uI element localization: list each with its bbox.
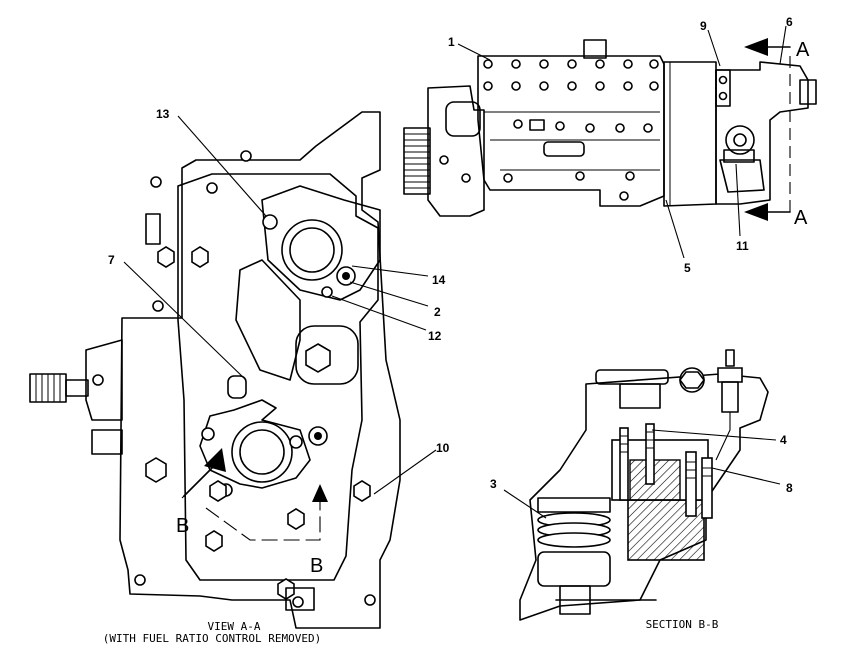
view-a-a-drawing <box>29 111 401 629</box>
callout-7: 7 <box>108 253 115 267</box>
callout-2: 2 <box>434 305 441 319</box>
section-markers: A A B B <box>176 39 810 577</box>
callout-4: 4 <box>780 433 787 447</box>
callout-14: 14 <box>432 273 446 287</box>
section-marker-a-top: A <box>796 39 810 61</box>
callout-3: 3 <box>490 477 497 491</box>
callout-labels: 1 2 3 4 5 6 7 8 9 10 11 12 13 14 <box>108 15 793 495</box>
leader-lines <box>123 25 787 519</box>
callout-10: 10 <box>436 441 450 455</box>
captions: VIEW A-A (WITH FUEL RATIO CONTROL REMOVE… <box>103 618 719 645</box>
section-marker-a-bottom: A <box>794 207 808 229</box>
section-b-b-caption: SECTION B-B <box>646 618 719 631</box>
section-marker-b-left: B <box>176 515 189 537</box>
callout-12: 12 <box>428 329 442 343</box>
callout-13: 13 <box>156 107 170 121</box>
pump-side-view <box>403 38 817 221</box>
section-b-b-drawing <box>519 349 769 621</box>
callout-1: 1 <box>448 35 455 49</box>
callout-11: 11 <box>736 239 749 253</box>
callout-6: 6 <box>786 15 793 29</box>
callout-9: 9 <box>700 19 707 33</box>
callout-5: 5 <box>684 261 691 275</box>
view-a-a-caption: VIEW A-A <box>208 620 261 633</box>
view-a-a-subcaption: (WITH FUEL RATIO CONTROL REMOVED) <box>103 632 322 645</box>
callout-8: 8 <box>786 481 793 495</box>
section-marker-b-right: B <box>310 555 323 577</box>
